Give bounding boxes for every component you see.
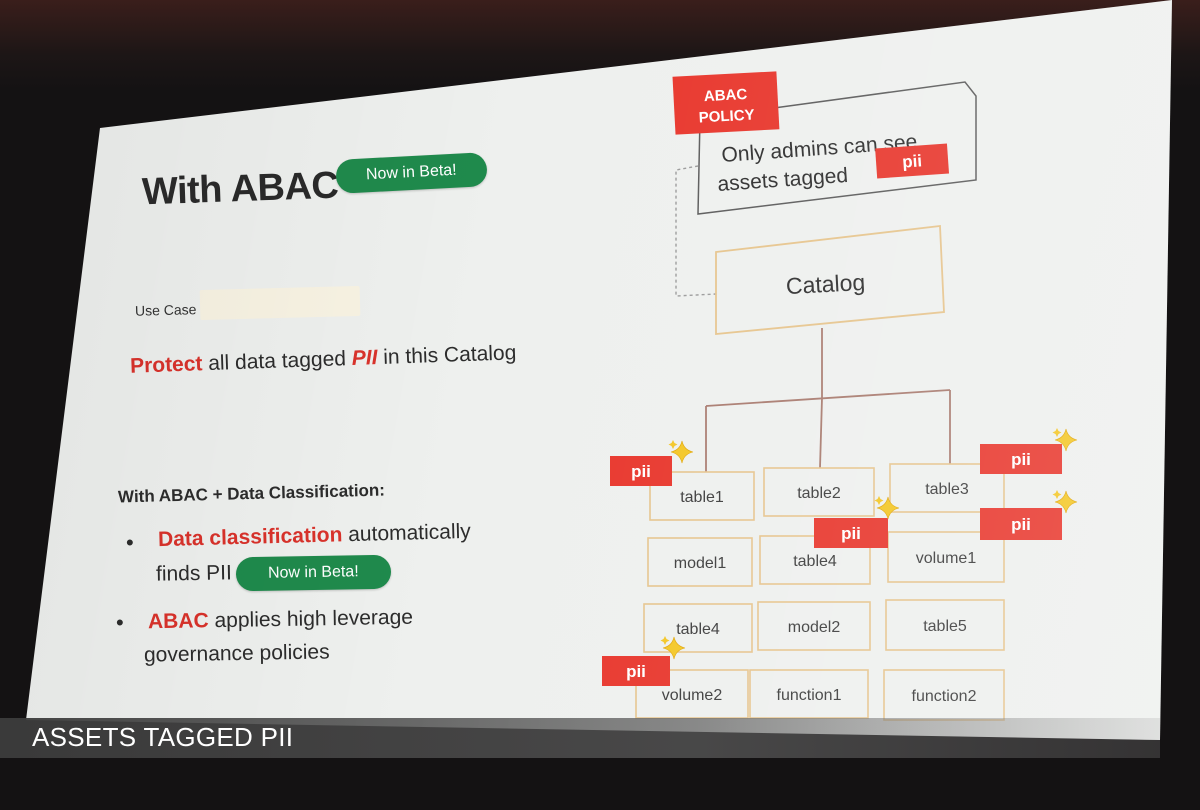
pii-tag-text: pii [1011, 450, 1031, 469]
asset-box: table2 [763, 467, 875, 517]
asset-label: table4 [793, 553, 837, 570]
bullet-icon: • [116, 610, 124, 635]
catalog-box: Catalog [715, 224, 945, 335]
asset-box: volume1 [887, 531, 1005, 583]
sparkle-icon [662, 636, 686, 660]
asset-box: function1 [749, 669, 869, 719]
bullet-icon: • [126, 530, 134, 555]
policy-link [675, 165, 717, 297]
asset-box: model1 [647, 537, 753, 587]
asset-label: table1 [680, 489, 724, 506]
abac-policy-tag: ABAC POLICY [672, 71, 780, 135]
asset-box: function2 [883, 669, 1005, 721]
asset-label: table4 [676, 621, 720, 638]
caption-text: ASSETS TAGGED PII [32, 722, 294, 752]
pii-tag-text: pii [1011, 515, 1031, 534]
sparkle-icon [660, 636, 670, 645]
asset-grid: table1 table2 table3 model1 table4 volume1 tab… [602, 428, 1078, 721]
asset-label: table2 [797, 485, 841, 502]
sparkle-icon [670, 440, 694, 464]
pii-tag-text: pii [631, 462, 651, 481]
asset-label: model1 [674, 555, 727, 572]
sparkle-icon [874, 496, 884, 505]
asset-label: model2 [788, 619, 841, 636]
abac-policy-tag-line-1: ABAC [703, 86, 747, 105]
asset-label: volume2 [662, 687, 723, 704]
pii-tag: pii [980, 444, 1062, 474]
sparkle-icon [1052, 490, 1062, 499]
pii-tag-text: pii [841, 524, 861, 543]
pii-tag: pii [610, 456, 672, 486]
catalog-label: Catalog [785, 269, 866, 299]
sparkle-icon [1054, 428, 1078, 452]
pii-tag: pii [814, 518, 888, 548]
asset-label: volume1 [916, 550, 977, 567]
sparkle-icon [1054, 490, 1078, 514]
pii-tag: pii [602, 656, 670, 686]
asset-label: table5 [923, 618, 967, 635]
pii-tag-text: pii [626, 662, 646, 681]
asset-box: model2 [757, 601, 871, 651]
policy-pii-tag-text: pii [902, 151, 923, 171]
tree-lines [705, 328, 951, 474]
pii-tag: pii [980, 508, 1062, 540]
abac-policy-tag-line-2: POLICY [698, 107, 755, 127]
asset-label: table3 [925, 481, 969, 498]
sparkle-icon [876, 496, 900, 520]
policy-box: Only admins can see assets tagged pii AB… [672, 71, 977, 215]
sparkle-icon [1052, 428, 1062, 437]
asset-box: table4 [643, 603, 753, 653]
asset-box: table5 [885, 599, 1005, 651]
caption-bar [0, 718, 1160, 758]
policy-pii-tag: pii [875, 143, 950, 179]
asset-label: function2 [912, 688, 977, 705]
sparkle-icon [668, 440, 678, 449]
asset-label: function1 [777, 687, 842, 704]
